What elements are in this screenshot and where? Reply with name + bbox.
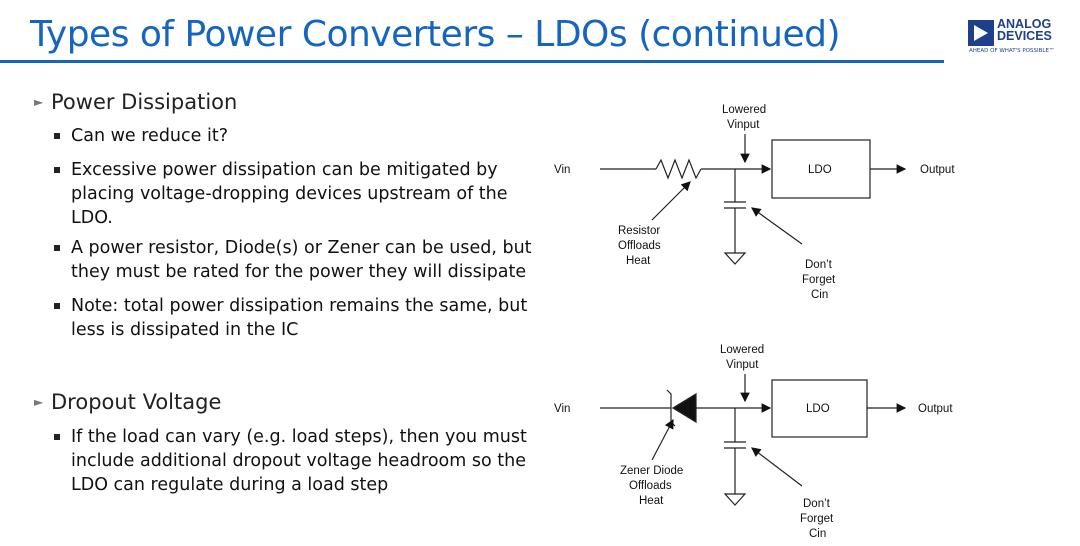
bullet-text: If the load can vary (e.g. load steps), … [71,427,527,495]
output-label: Output [920,164,955,176]
vin-label: Vin [554,164,570,176]
list-item: If the load can vary (e.g. load steps), … [54,425,554,497]
section-dropout-voltage: ► Dropout Voltage [34,390,221,414]
lowered-vinput-label: Lowered Vinput [722,104,769,131]
lowered-vinput-label: Lowered Vinput [720,344,767,371]
bullet-square-icon [54,133,60,139]
zener-diode-symbol [671,392,697,424]
section-heading: Dropout Voltage [51,390,222,414]
logo-line1: ANALOG [997,17,1052,31]
ldo-label: LDO [808,164,832,176]
slide-title: Types of Power Converters – LDOs (contin… [30,14,841,55]
bullet-content: ► Power Dissipation Can we reduce it? Exc… [34,90,554,497]
logo-tagline: AHEAD OF WHAT'S POSSIBLE™ [969,48,1055,54]
bullet-arrow-icon: ► [34,95,44,109]
bullet-arrow-icon: ► [34,395,44,409]
analog-devices-logo: ANALOG DEVICES AHEAD OF WHAT'S POSSIBLE™ [968,18,1068,58]
resistor-offloads-heat-label: Resistor Offloads Heat [618,225,664,267]
list-item: Can we reduce it? [54,124,554,148]
circuit-resistor: Vin LDO Output Lowered Vinput Resistor O… [554,104,955,301]
ground-icon [723,493,747,506]
bullet-text: Note: total power dissipation remains th… [71,296,528,340]
logo-line2: DEVICES [997,29,1052,43]
section-heading: Power Dissipation [51,90,238,114]
bullet-square-icon [54,167,60,173]
ldo-box [771,139,871,199]
section-power-dissipation: ► Power Dissipation [34,90,237,114]
ldo-circuit-diagrams: Vin LDO Output Lowered Vinput Resistor O… [554,104,955,540]
zener-offloads-heat-label: Zener Diode Offloads Heat [620,465,687,507]
ldo-label: LDO [806,403,830,415]
dont-forget-cin-label: Don’t Forget Cin [800,498,836,540]
output-label: Output [918,403,953,415]
circuit-zener: Vin LDO Output Lowered Vinput Zener Diod… [554,344,953,540]
bullet-text: A power resistor, Diode(s) or Zener can … [71,238,532,282]
logo-name: ANALOG DEVICES [997,17,1067,43]
bullet-square-icon [54,245,60,251]
list-item: Note: total power dissipation remains th… [54,294,534,342]
title-underline [0,60,944,63]
list-item: A power resistor, Diode(s) or Zener can … [54,236,554,284]
ground-icon [723,252,747,265]
bullet-text: Can we reduce it? [71,126,228,146]
dont-forget-cin-label: Don’t Forget Cin [802,259,838,301]
resistor-symbol [655,158,702,180]
list-item: Excessive power dissipation can be mitig… [54,158,514,230]
bullet-text: Excessive power dissipation can be mitig… [71,160,508,228]
vin-label: Vin [554,403,570,415]
logo-triangle-icon [968,20,994,46]
bullet-square-icon [54,434,60,440]
bullet-square-icon [54,303,60,309]
